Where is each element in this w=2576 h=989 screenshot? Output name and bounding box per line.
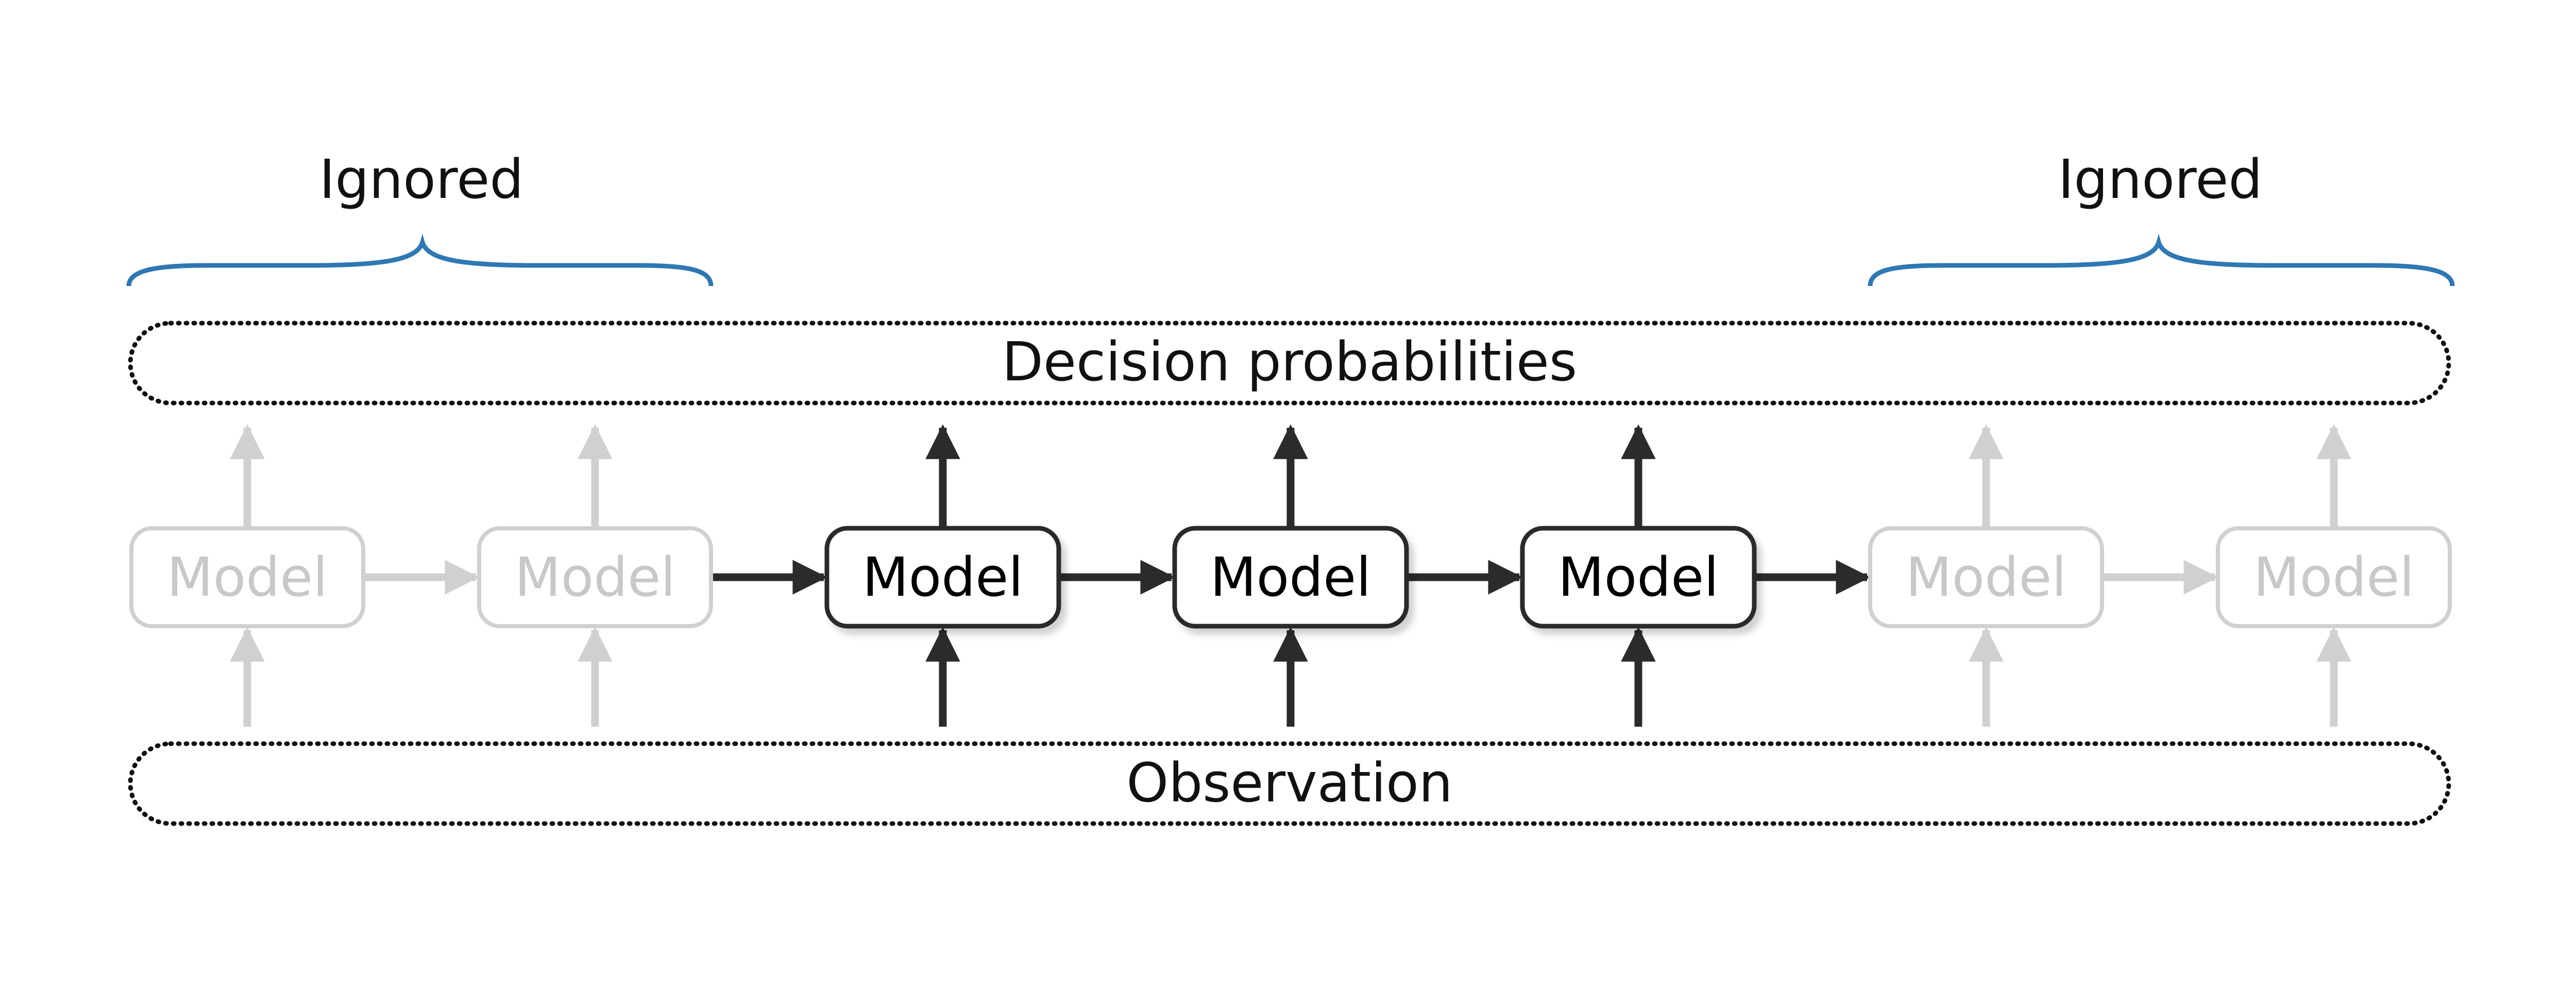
right-brace — [1868, 233, 2455, 287]
model-label-3: Model — [862, 546, 1023, 609]
model-label-6: Model — [1906, 546, 2066, 609]
observation-box — [128, 741, 2451, 826]
observation-label: Observation — [1126, 751, 1452, 814]
model-box-5: Model — [1520, 526, 1757, 629]
model-box-6: Model — [1868, 526, 2104, 628]
model-box-3: Model — [824, 526, 1061, 629]
ignored-label-left: Ignored — [319, 148, 524, 211]
model-box-2: Model — [477, 526, 713, 628]
model-label-7: Model — [2253, 546, 2414, 609]
model-box-1: Model — [129, 526, 365, 628]
decision-probabilities-label: Decision probabilities — [1002, 330, 1577, 393]
model-label-4: Model — [1210, 546, 1371, 609]
model-label-1: Model — [167, 546, 328, 609]
model-label-5: Model — [1558, 546, 1719, 609]
model-label-2: Model — [515, 546, 675, 609]
decision-probabilities-box — [128, 321, 2451, 406]
left-brace — [126, 233, 714, 287]
ignored-label-right: Ignored — [2058, 148, 2263, 211]
model-box-7: Model — [2216, 526, 2452, 628]
model-box-4: Model — [1172, 526, 1409, 629]
